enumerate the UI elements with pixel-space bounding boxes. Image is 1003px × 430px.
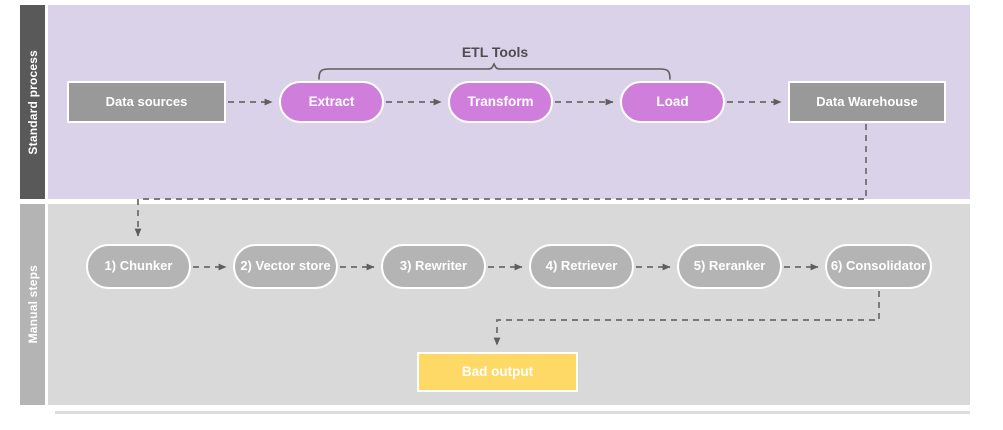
lane-header-manual-steps: Manual steps [20, 204, 45, 405]
footer-divider [55, 411, 970, 414]
node-extract[interactable]: Extract [279, 81, 384, 123]
node-retriever[interactable]: 4) Retriever [529, 244, 634, 289]
node-data-sources[interactable]: Data sources [67, 81, 226, 123]
node-reranker[interactable]: 5) Reranker [677, 244, 782, 289]
node-vector-store[interactable]: 2) Vector store [233, 244, 338, 289]
node-load[interactable]: Load [620, 81, 725, 123]
node-rewriter[interactable]: 3) Rewriter [381, 244, 486, 289]
node-transform[interactable]: Transform [448, 81, 553, 123]
node-data-warehouse[interactable]: Data Warehouse [788, 81, 946, 123]
node-bad-output[interactable]: Bad output [417, 352, 578, 392]
node-consolidator[interactable]: 6) Consolidator [825, 244, 932, 289]
etl-tools-label: ETL Tools [461, 44, 529, 60]
node-chunker[interactable]: 1) Chunker [86, 244, 191, 289]
lane-label-standard-process: Standard process [25, 49, 40, 155]
lane-header-standard-process: Standard process [20, 5, 45, 199]
lane-label-manual-steps: Manual steps [25, 265, 40, 344]
